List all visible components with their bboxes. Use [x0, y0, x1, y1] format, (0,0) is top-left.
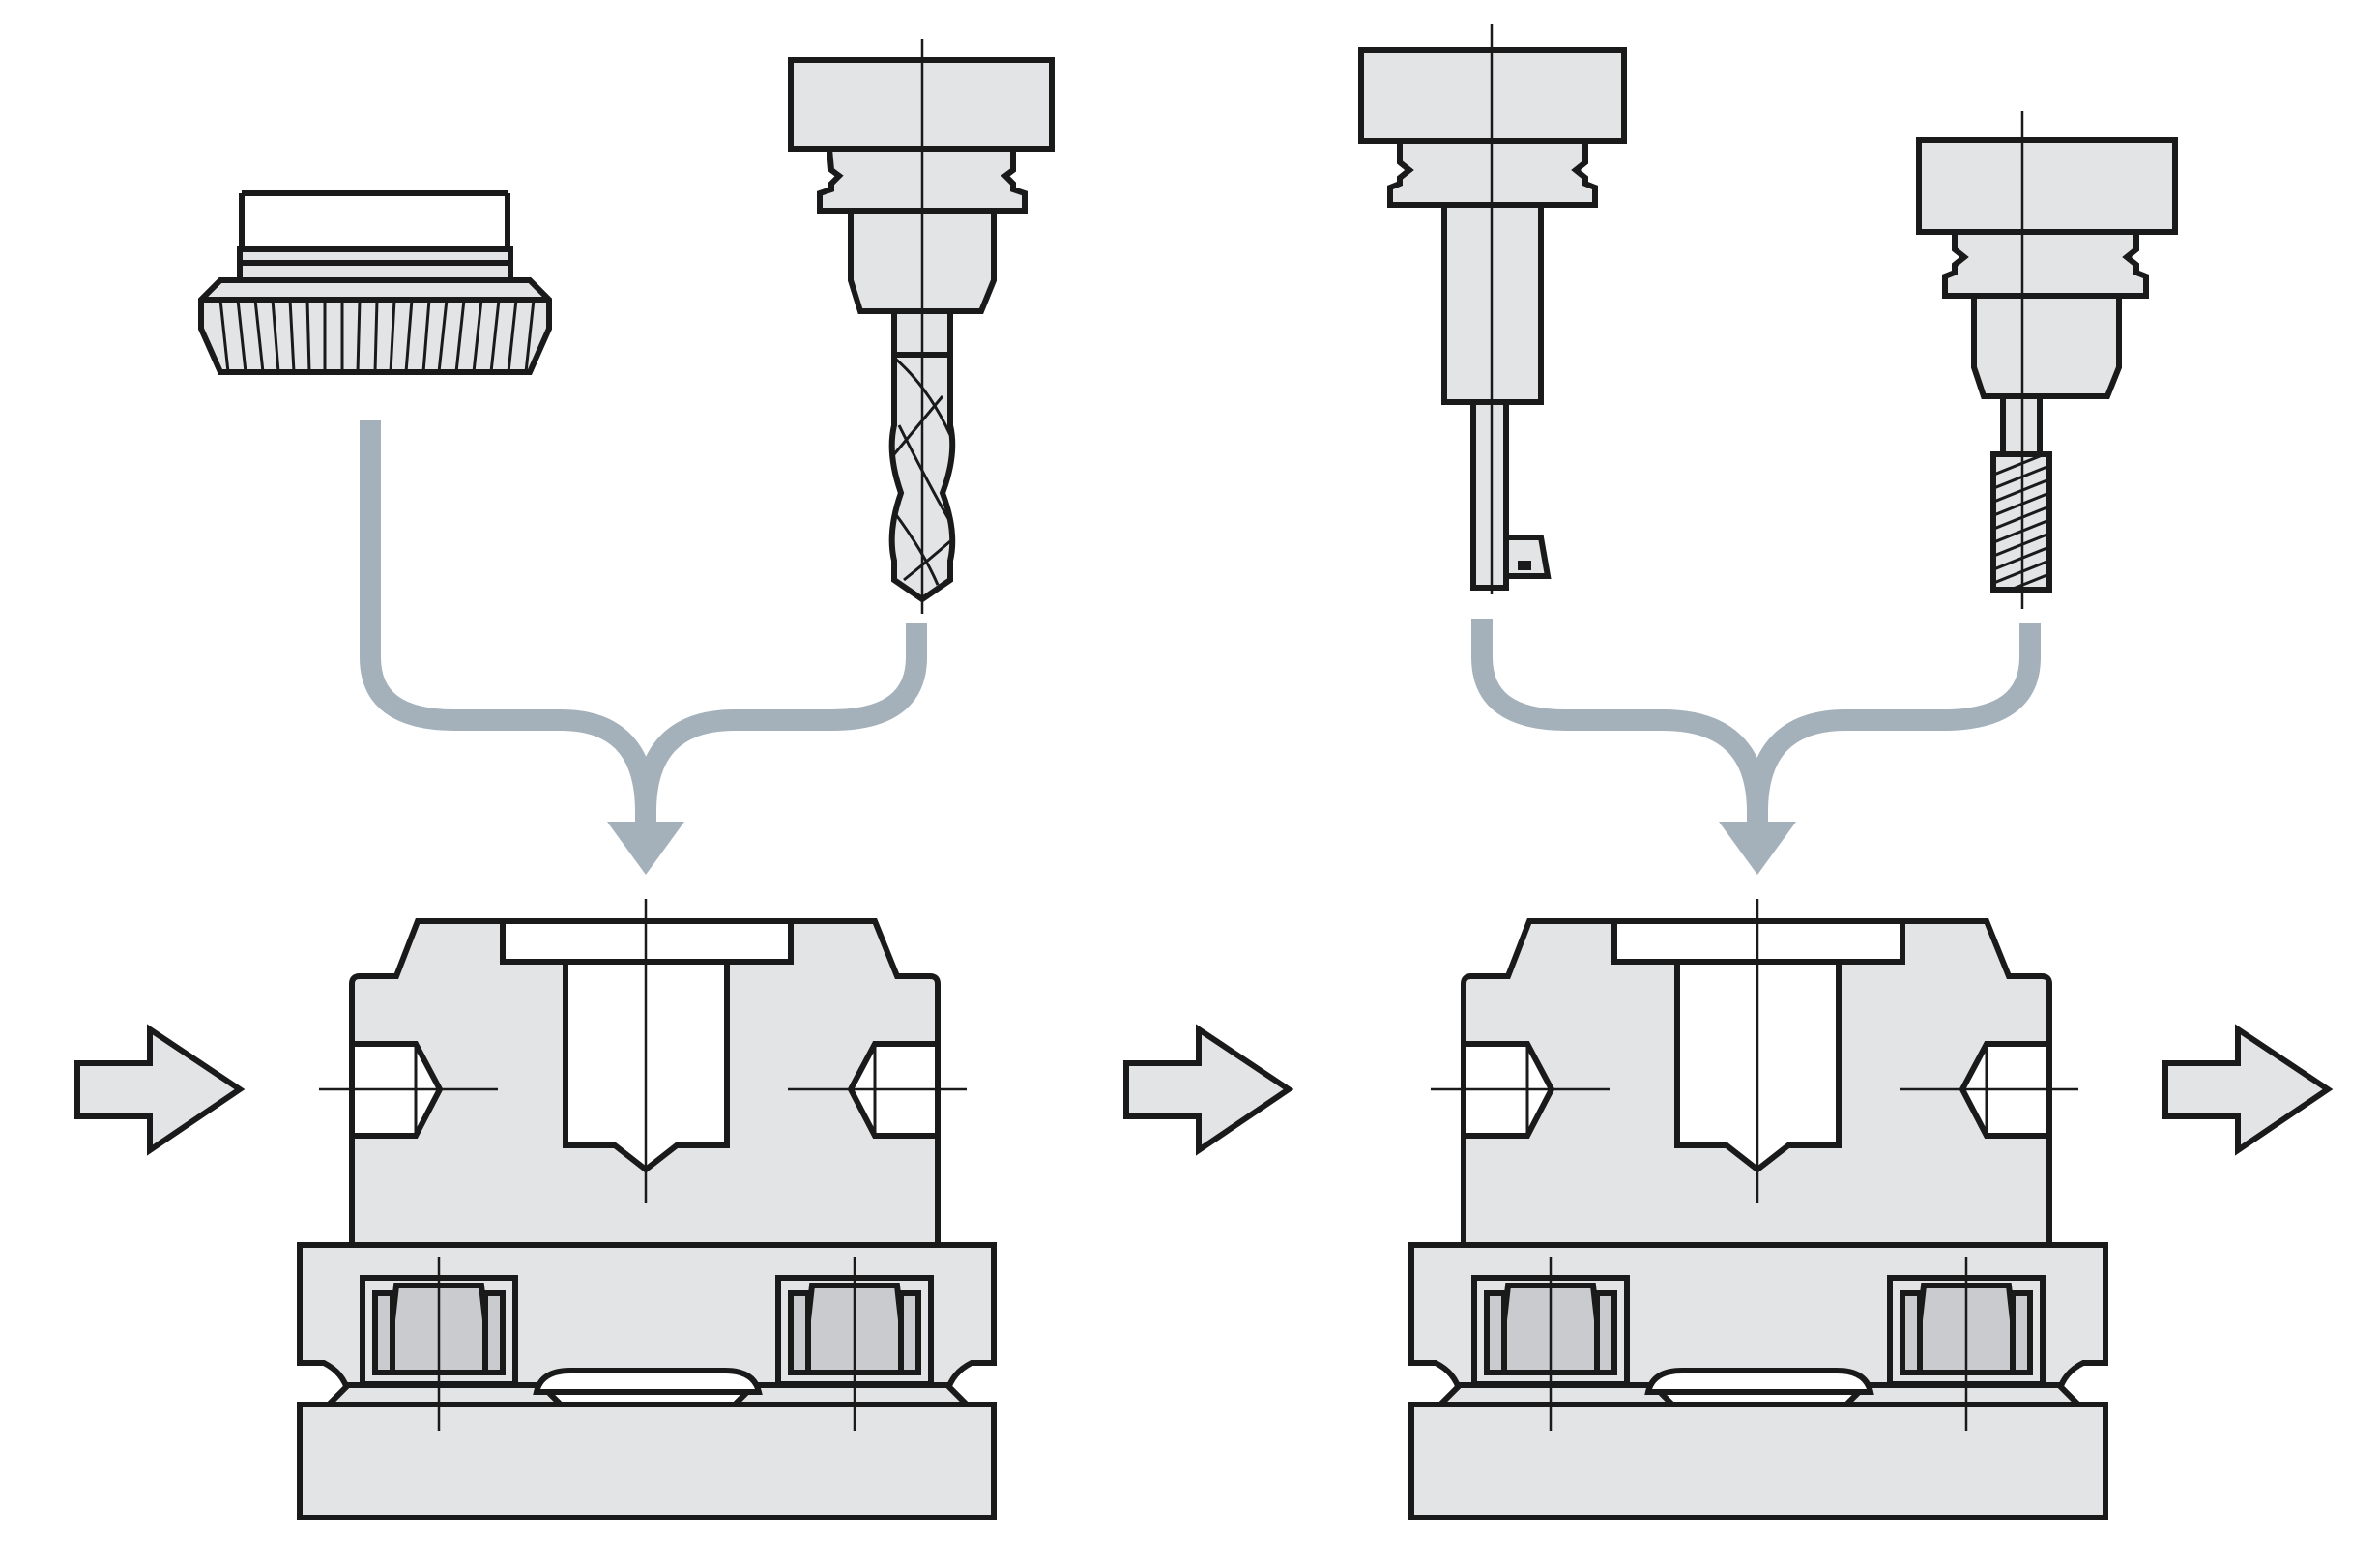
clamping-block-2	[1408, 899, 2108, 1520]
block-right-arrow-icon	[1123, 1024, 1294, 1156]
twist-drill-tool	[788, 39, 1055, 614]
clamping-block-1	[297, 899, 997, 1520]
reamer-tool	[1916, 111, 2178, 609]
merge-flow-arrow-1	[360, 420, 927, 875]
boring-bar-tool	[1358, 24, 1627, 594]
knurled-adapter-tool	[198, 190, 552, 375]
block-right-arrow-icon	[74, 1024, 246, 1156]
block-right-arrow-icon	[2162, 1024, 2334, 1156]
merge-flow-arrow-2	[1471, 619, 2041, 875]
